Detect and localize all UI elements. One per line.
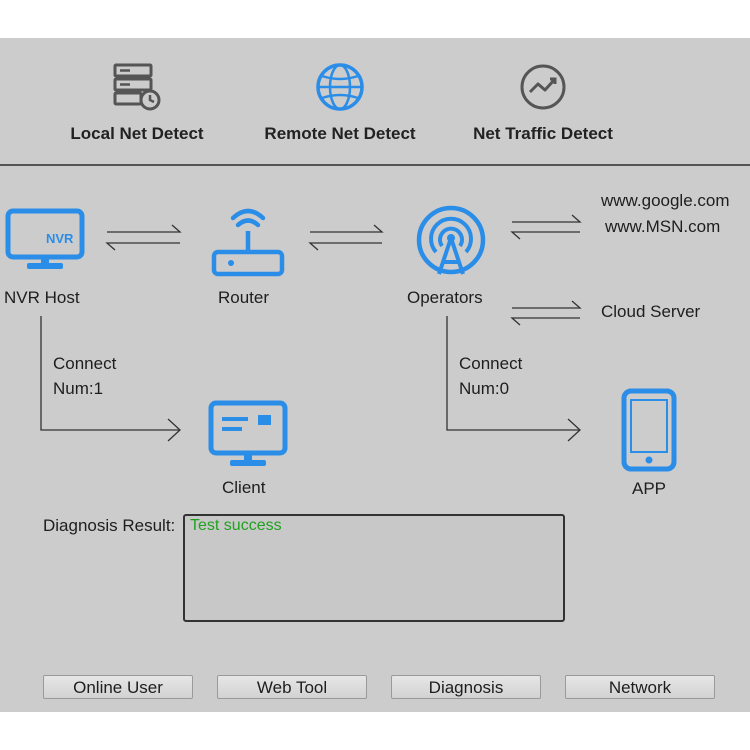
tab-local-net-detect[interactable]: Local Net Detect [37,60,237,144]
operators-cloud-arrow [510,300,582,326]
diagnosis-result-box [183,514,565,622]
nvr-host-label: NVR Host [4,288,80,307]
site-google: www.google.com [601,191,730,210]
tab-divider [0,164,750,166]
tower-icon [416,205,486,275]
net-detect-panel: Local Net Detect Remote Net Detect Net T… [0,38,750,712]
tab-net-traffic-detect[interactable]: Net Traffic Detect [443,60,643,144]
web-tool-button[interactable]: Web Tool [217,675,367,699]
diagnosis-result-text: Test success [190,517,282,534]
topology-links [40,214,582,442]
site-msn: www.MSN.com [605,217,721,236]
nvr-badge: NVR [46,231,74,246]
tab-label: Local Net Detect [70,124,204,143]
cloud-server-label: Cloud Server [601,302,701,321]
operators-label: Operators [407,288,483,307]
client-connect-label: Connect [53,354,117,373]
nvr-host-icon: NVR [5,208,85,269]
diagnosis-result-label: Diagnosis Result: [43,516,176,535]
client-connect-num: Num:1 [53,379,104,398]
app-connect-num: Num:0 [459,379,510,398]
phone-icon [621,388,677,472]
router-label: Router [218,288,270,307]
network-button[interactable]: Network [565,675,715,699]
operators-app-line [446,316,581,442]
router-operators-arrow [308,224,384,251]
server-icon [113,63,161,111]
client-icon [208,400,288,466]
tab-label: Net Traffic Detect [473,124,613,143]
tab-label: Remote Net Detect [264,124,416,143]
operators-sites-arrow [510,214,582,240]
online-user-button[interactable]: Online User [43,675,193,699]
nvr-router-arrow [105,224,182,251]
diagnosis-button[interactable]: Diagnosis [391,675,541,699]
tab-remote-net-detect[interactable]: Remote Net Detect [240,60,440,144]
traffic-icon [520,64,566,110]
client-label: Client [222,478,266,497]
globe-icon [316,63,364,111]
app-connect-label: Connect [459,354,523,373]
app-label: APP [632,479,667,498]
nvr-client-line [40,316,181,442]
router-icon [211,208,285,277]
